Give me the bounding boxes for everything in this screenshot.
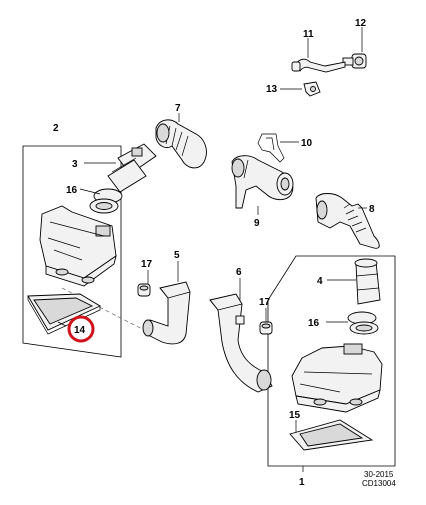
part-16-coupling-right — [347, 311, 379, 335]
callout-9: 9 — [254, 218, 260, 229]
callout-5: 5 — [174, 250, 180, 261]
callout-17-left: 17 — [141, 259, 153, 270]
part-16-coupling-left — [89, 188, 123, 214]
part-3-airflow-meter — [107, 143, 157, 193]
part-5-intake-elbow — [142, 281, 191, 345]
part-6-intake-pipe — [209, 293, 273, 393]
part-9-air-duct — [231, 155, 294, 209]
callout-14: 14 — [74, 325, 86, 336]
part-11-breather-pipe — [291, 58, 346, 73]
callout-16-left: 16 — [66, 185, 78, 196]
callout-2: 2 — [53, 123, 59, 134]
part-17-grommet-left — [137, 283, 151, 297]
callout-4: 4 — [317, 276, 323, 287]
callout-6: 6 — [236, 267, 242, 278]
part-1-air-cleaner-right — [291, 343, 383, 413]
part-15-filter-element — [289, 419, 374, 451]
highlight-ring-14 — [67, 315, 95, 343]
callout-1: 1 — [299, 477, 305, 488]
callout-16-right: 16 — [308, 318, 320, 329]
drawing-reference: CD13004 — [362, 479, 396, 488]
part-2-air-cleaner-left — [39, 205, 117, 287]
callout-3: 3 — [72, 159, 78, 170]
assembly-frame-left — [22, 145, 122, 358]
part-17-grommet-centre — [259, 321, 273, 335]
part-8-corrugated-duct — [315, 193, 380, 249]
callout-17-centre: 17 — [259, 297, 271, 308]
callout-7: 7 — [175, 103, 181, 114]
part-12-sensor — [342, 53, 367, 69]
page-reference: 30-2015 — [364, 470, 394, 479]
callout-8: 8 — [369, 204, 375, 215]
callout-11: 11 — [303, 29, 314, 40]
part-4-airflow-meter — [354, 258, 381, 305]
leader-lines — [57, 27, 367, 472]
callout-10: 10 — [301, 138, 313, 149]
callout-15: 15 — [289, 410, 301, 421]
assembly-frame-right — [267, 255, 396, 467]
part-14-filter-element — [27, 293, 101, 335]
callout-12: 12 — [355, 18, 367, 29]
part-13-bracket — [303, 81, 321, 97]
part-10-clip — [257, 133, 285, 163]
part-7-intake-hose — [155, 119, 207, 169]
callout-13: 13 — [266, 84, 278, 95]
